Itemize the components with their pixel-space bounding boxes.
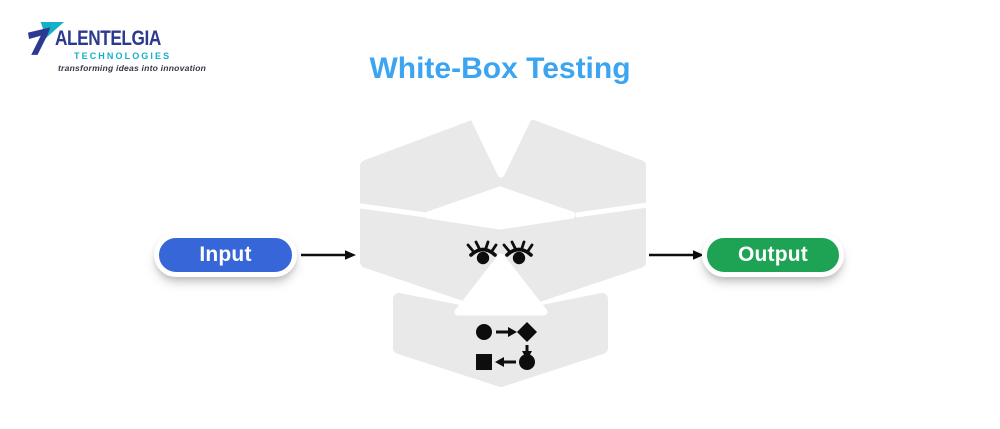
output-label: Output — [737, 243, 808, 266]
open-box-icon — [358, 118, 648, 387]
arrow-right-icon — [649, 250, 704, 260]
eyes-icon — [466, 240, 534, 265]
logo-tagline: transforming ideas into innovation — [58, 63, 207, 73]
output-node: Output — [702, 233, 844, 277]
talentelgia-logo-mark-icon — [28, 22, 64, 55]
page-title: White-Box Testing — [369, 52, 631, 85]
logo-name: ALENTELGIA — [55, 27, 161, 50]
logo-subtitle: TECHNOLOGIES — [74, 51, 172, 61]
flowchart-icon — [476, 322, 537, 370]
input-node: Input — [154, 233, 297, 277]
input-label: Input — [199, 243, 252, 266]
arrow-right-icon — [301, 250, 356, 260]
talentelgia-logo: ALENTELGIA TECHNOLOGIES transforming ide… — [28, 6, 206, 76]
